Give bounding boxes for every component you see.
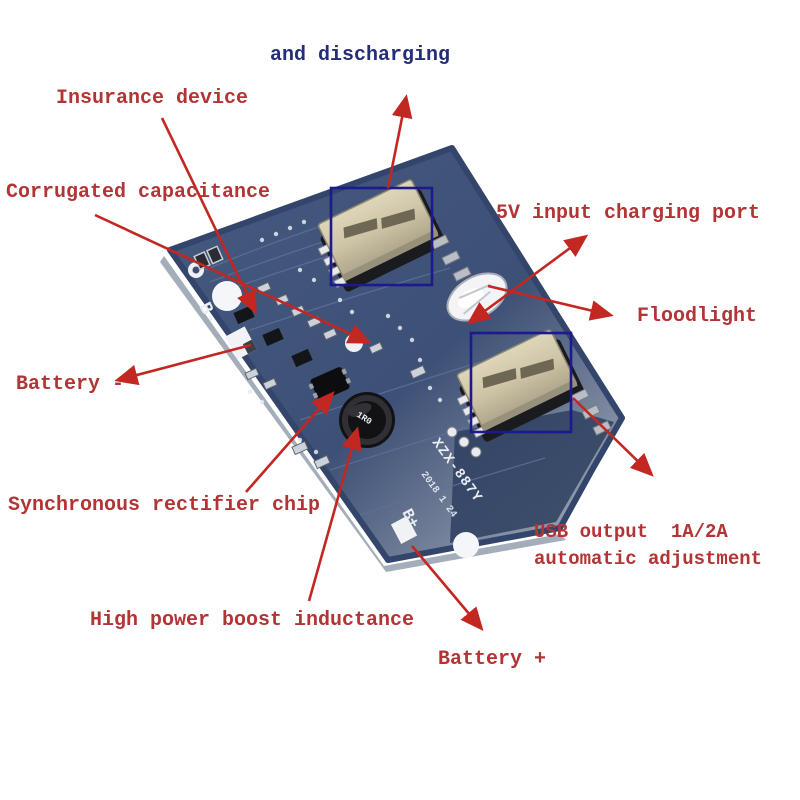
usb-port-1: [317, 179, 446, 292]
label-usb-output-line2: automatic adjustment: [534, 548, 763, 570]
label-high-power-boost-inductance: High power boost inductance: [90, 609, 415, 632]
arrow-battery-plus: [411, 545, 484, 631]
silk-dots: [247, 219, 443, 455]
arrow-sync-rectifier: [245, 391, 335, 493]
label-battery-minus: Battery -: [16, 373, 125, 396]
label-floodlight: Floodlight: [637, 305, 758, 328]
arrow-floodlight: [487, 284, 614, 321]
arrow-discharging: [386, 94, 413, 189]
label-synchronous-rectifier-chip: Synchronous rectifier chip: [8, 494, 321, 517]
highlight-box-usb1: [329, 186, 434, 287]
arrow-usb-output: [572, 397, 654, 477]
highlight-box-usb2: [469, 331, 573, 434]
label-and-discharging: and discharging: [270, 44, 451, 67]
arrow-battery-minus: [114, 343, 252, 386]
label-5v-input-charging-port: 5V input charging port: [496, 202, 761, 225]
mounting-holes: [188, 262, 479, 558]
smd-components: [193, 245, 427, 470]
board-shadow: [160, 256, 566, 572]
arrow-corrugated: [94, 213, 372, 344]
boost-inductor: 1R0: [339, 392, 395, 448]
arrow-insurance: [160, 117, 257, 315]
label-usb-output-line1: USB output 1A/2A: [534, 521, 728, 543]
label-corrugated-capacitance: Corrugated capacitance: [6, 181, 271, 204]
board-shadow-zone: [450, 410, 614, 543]
arrow-inductance: [307, 426, 362, 602]
label-insurance-device: Insurance device: [56, 87, 249, 110]
annotation-arrows: [94, 94, 654, 631]
label-battery-plus: Battery +: [438, 648, 547, 671]
arrow-5v-input: [466, 234, 589, 325]
